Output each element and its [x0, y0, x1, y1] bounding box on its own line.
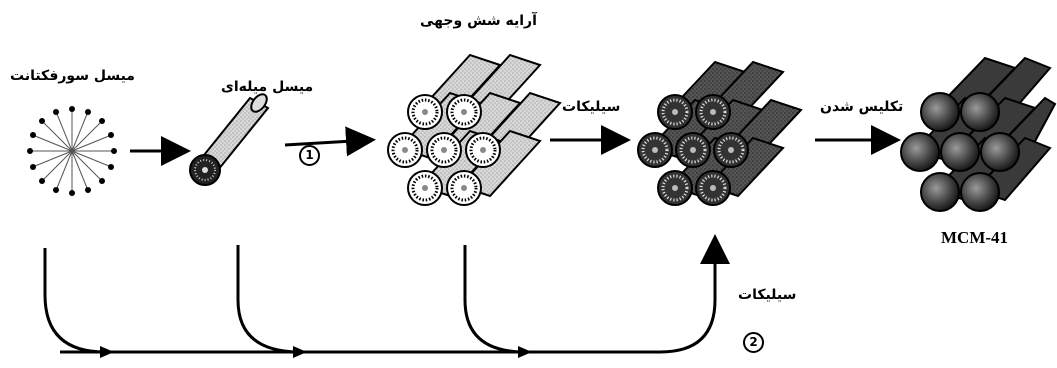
label-product: MCM-41 [941, 228, 1008, 248]
surfactant-micelle-icon [27, 106, 117, 196]
step-2-badge: 2 [743, 332, 764, 353]
mcm41-icon [901, 58, 1055, 211]
rod-micelle-icon [190, 91, 270, 185]
label-calcination: تکلیس شدن [820, 99, 903, 115]
silicate-coated-array-icon [638, 62, 801, 205]
arrow-2 [285, 140, 370, 145]
label-hexagonal-array: آرایه شش وجهی [420, 13, 537, 29]
label-silicate-top: سیلیکات [562, 99, 620, 115]
label-surfactant-micelle: میسل سورفکتانت [10, 68, 135, 84]
label-rod-micelle: میسل میله‌ای [221, 79, 313, 95]
label-silicate-bottom: سیلیکات [738, 287, 796, 303]
alternate-pathway [45, 240, 715, 352]
hexagonal-array-icon [388, 55, 560, 205]
step-1-badge: 1 [299, 145, 320, 166]
